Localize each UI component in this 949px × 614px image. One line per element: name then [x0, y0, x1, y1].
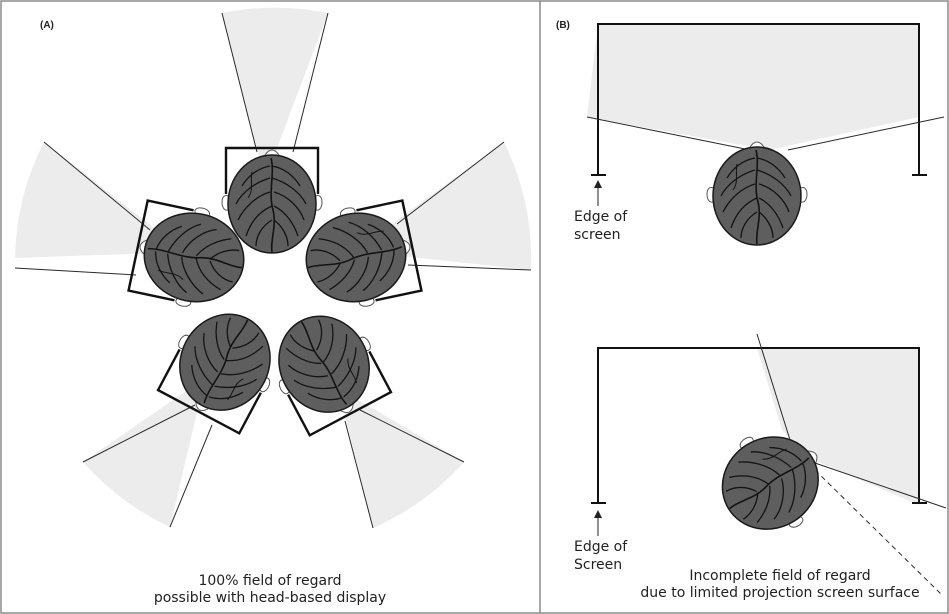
edge-label-top-line1: Edge of [574, 208, 627, 226]
panel-b-bottom-diagram [591, 334, 946, 595]
panel-a-caption-line2: possible with head-based display [120, 590, 420, 607]
user-head-b-top [707, 142, 807, 245]
panel-b-top-diagram [587, 24, 944, 245]
field-of-view-wedges [15, 8, 531, 528]
edge-label-bottom-line1: Edge of [574, 538, 627, 556]
panel-a-label: (A) [40, 20, 54, 31]
panel-b-caption-line1: Incomplete field of regard [630, 568, 930, 585]
edge-of-screen-label-bottom: Edge of Screen [574, 538, 627, 574]
edge-arrow-top [594, 180, 602, 206]
edge-arrow-bottom [594, 510, 602, 536]
panel-b-caption-line2: due to limited projection screen surface [630, 585, 930, 602]
edge-label-top-line2: screen [574, 226, 627, 244]
edge-of-screen-label-top: Edge of screen [574, 208, 627, 244]
panel-a-diagram [15, 8, 531, 528]
edge-label-bottom-line2: Screen [574, 556, 627, 574]
panel-a-caption-line1: 100% field of regard [120, 573, 420, 590]
panel-a-caption: 100% field of regard possible with head-… [120, 573, 420, 607]
field-of-view-top [587, 24, 919, 150]
panel-b-label: (B) [556, 20, 570, 31]
panel-b-caption: Incomplete field of regard due to limite… [630, 568, 930, 602]
